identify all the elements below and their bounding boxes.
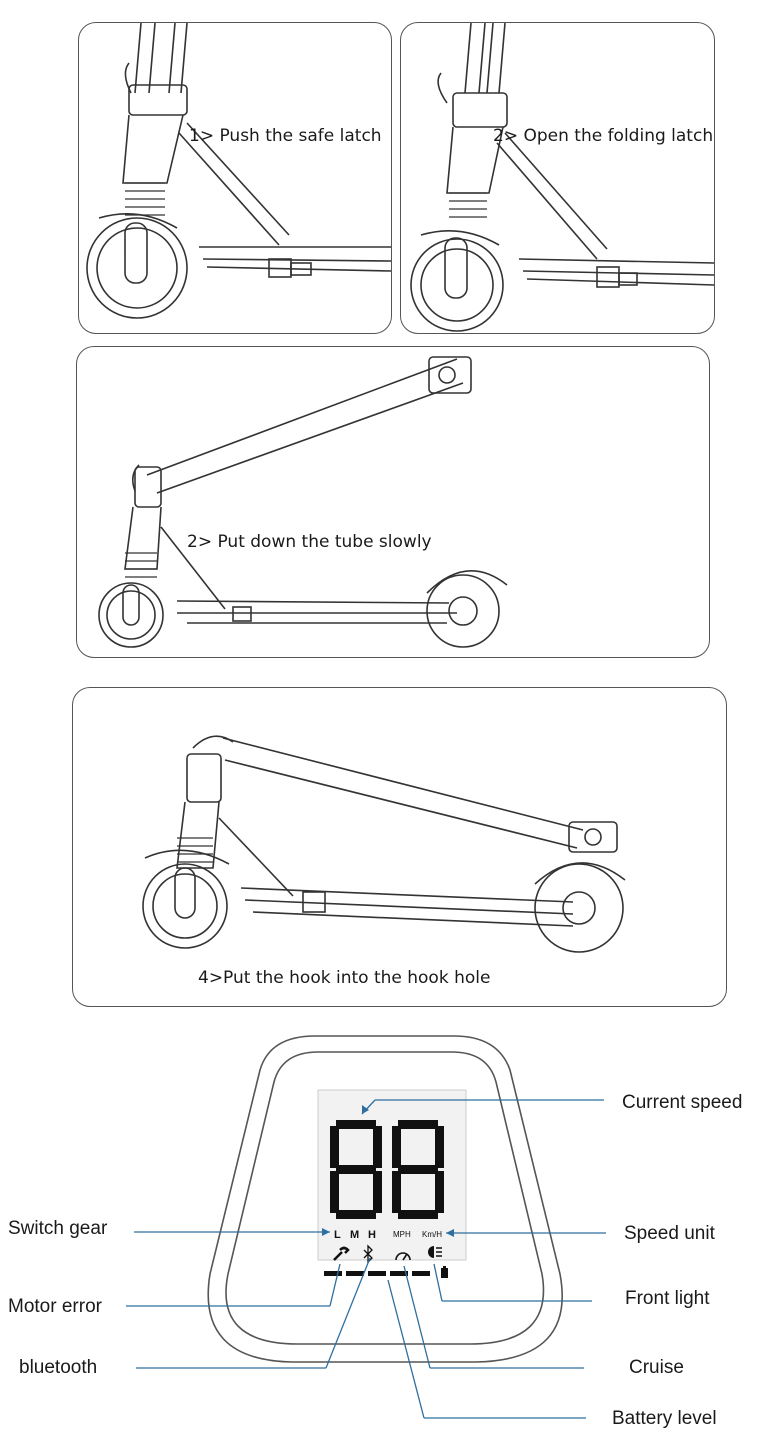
step-3-caption: 2> Put down the tube slowly bbox=[187, 532, 432, 552]
step-2-panel: 2> Open the folding latch bbox=[400, 22, 715, 334]
callout-switch-gear: Switch gear bbox=[8, 1218, 108, 1239]
callout-battery-level: Battery level bbox=[612, 1408, 717, 1429]
callout-bluetooth: bluetooth bbox=[19, 1357, 98, 1378]
step-1-panel: 1> Push the safe latch bbox=[78, 22, 392, 334]
step-4-panel: 4>Put the hook into the hook hole bbox=[72, 687, 727, 1007]
battery-level-bar bbox=[324, 1271, 430, 1276]
headlight-icon bbox=[428, 1246, 442, 1258]
speed-digits bbox=[330, 1120, 444, 1219]
callout-motor-error: Motor error bbox=[8, 1296, 102, 1317]
wrench-icon bbox=[333, 1246, 350, 1261]
gear-low: L bbox=[334, 1229, 341, 1241]
step-4-caption: 4>Put the hook into the hook hole bbox=[198, 968, 491, 988]
callout-current-speed: Current speed bbox=[622, 1092, 743, 1113]
step-2-caption: 2> Open the folding latch bbox=[493, 126, 714, 146]
gear-high: H bbox=[368, 1229, 376, 1241]
scooter-folded-illustration bbox=[142, 735, 626, 953]
dashboard-outline: L M H MPH Km/H bbox=[126, 1035, 606, 1419]
callout-speed-unit: Speed unit bbox=[624, 1223, 715, 1244]
dashboard-diagram: L M H MPH Km/H bbox=[0, 1030, 773, 1444]
bluetooth-icon bbox=[363, 1244, 373, 1264]
unit-mph: MPH bbox=[393, 1230, 411, 1239]
step-1-caption: 1> Push the safe latch bbox=[189, 126, 382, 146]
battery-icon bbox=[441, 1266, 448, 1278]
step-3-panel: 2> Put down the tube slowly bbox=[76, 346, 710, 658]
scooter-unfolded-illustration bbox=[86, 23, 391, 319]
gear-mid: M bbox=[350, 1229, 359, 1241]
callout-front-light: Front light bbox=[625, 1288, 710, 1309]
scooter-tube-lowering-illustration bbox=[98, 356, 508, 648]
scooter-unlatched-illustration bbox=[410, 23, 714, 332]
callout-lines bbox=[126, 1099, 606, 1419]
callout-cruise: Cruise bbox=[629, 1357, 684, 1378]
unit-kmh: Km/H bbox=[422, 1230, 442, 1239]
cruise-icon bbox=[395, 1252, 411, 1261]
